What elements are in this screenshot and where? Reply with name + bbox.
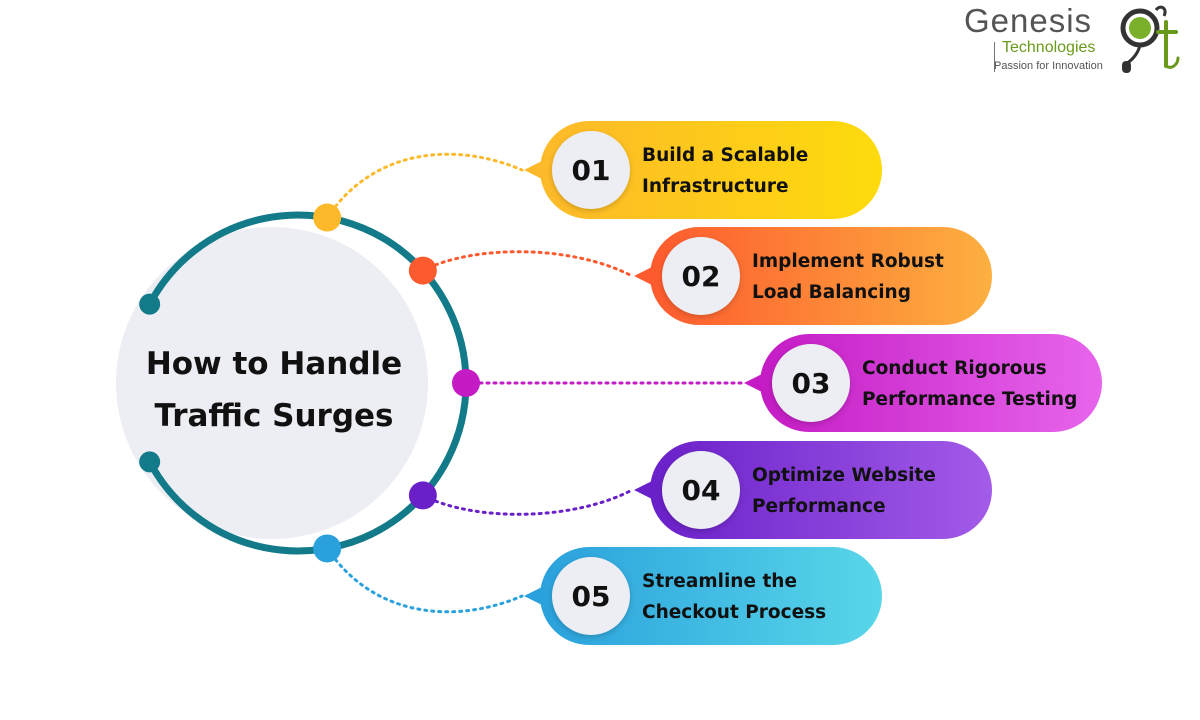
step-label-line-2: Performance (752, 496, 886, 517)
step-card-4: 04 Optimize Website Performance (634, 441, 992, 539)
step-label: Implement Robust Load Balancing (752, 246, 944, 308)
step-card-5: 05 Streamline the Checkout Process (524, 547, 882, 645)
logo-brand-text: Genesis (964, 2, 1093, 39)
company-logo: Genesis Technologies Passion for Innovat… (962, 2, 1192, 76)
ring-dot-1 (313, 203, 342, 232)
step-label-line-1: Streamline the (642, 571, 798, 592)
step-label-line-2: Checkout Process (642, 602, 827, 623)
step-card-3: 03 Conduct Rigorous Performance Testing (744, 334, 1102, 432)
ring-dot-4 (408, 481, 437, 510)
ring-step-dots (313, 203, 480, 563)
step-label-line-1: Implement Robust (752, 251, 944, 272)
diagram-title-line-2: Traffic Surges (154, 398, 394, 434)
step-number-badge: 02 (662, 237, 740, 315)
step-label-line-1: Build a Scalable (642, 145, 809, 166)
step-pointer (634, 481, 652, 499)
step-label-line-1: Optimize Website (752, 465, 936, 486)
step-pointer (634, 267, 652, 285)
step-number-badge: 03 (772, 344, 850, 422)
step-label-line-1: Conduct Rigorous (862, 358, 1047, 379)
logo-sub-text: Technologies (1002, 39, 1096, 56)
logo-divider (994, 42, 995, 72)
step-number-badge: 04 (662, 451, 740, 529)
step-pointer (524, 587, 542, 605)
step-card-1: 01 Build a Scalable Infrastructure (524, 121, 882, 219)
logo-emblem-icon (1120, 5, 1180, 73)
step-label-line-2: Infrastructure (642, 176, 789, 197)
ring-end-dot-top (139, 293, 161, 315)
step-number-badge: 05 (552, 557, 630, 635)
ring-dot-3 (452, 369, 480, 397)
step-pointer (744, 374, 762, 392)
step-card-2: 02 Implement Robust Load Balancing (634, 227, 992, 325)
ring-end-dot-bottom (139, 451, 161, 473)
logo-tagline: Passion for Innovation (994, 60, 1103, 72)
connector-line-4 (421, 488, 634, 516)
connector-line-1 (325, 152, 524, 220)
diagram-title-line-1: How to Handle (145, 346, 403, 382)
connector-line-5 (325, 546, 524, 614)
diagram-title: How to Handle Traffic Surges (120, 338, 428, 442)
step-label-line-2: Load Balancing (752, 282, 911, 303)
connector-line-2 (421, 250, 634, 278)
step-number-badge: 01 (552, 131, 630, 209)
step-pointer (524, 161, 542, 179)
step-label: Streamline the Checkout Process (642, 566, 826, 628)
ring-dot-5 (313, 534, 342, 563)
step-label-line-2: Performance Testing (862, 389, 1078, 410)
center-circle (116, 227, 428, 539)
step-label: Conduct Rigorous Performance Testing (862, 353, 1077, 415)
step-label: Optimize Website Performance (752, 460, 936, 522)
ring-dot-2 (408, 256, 437, 285)
step-label: Build a Scalable Infrastructure (642, 140, 808, 202)
connector-lines (325, 152, 744, 614)
